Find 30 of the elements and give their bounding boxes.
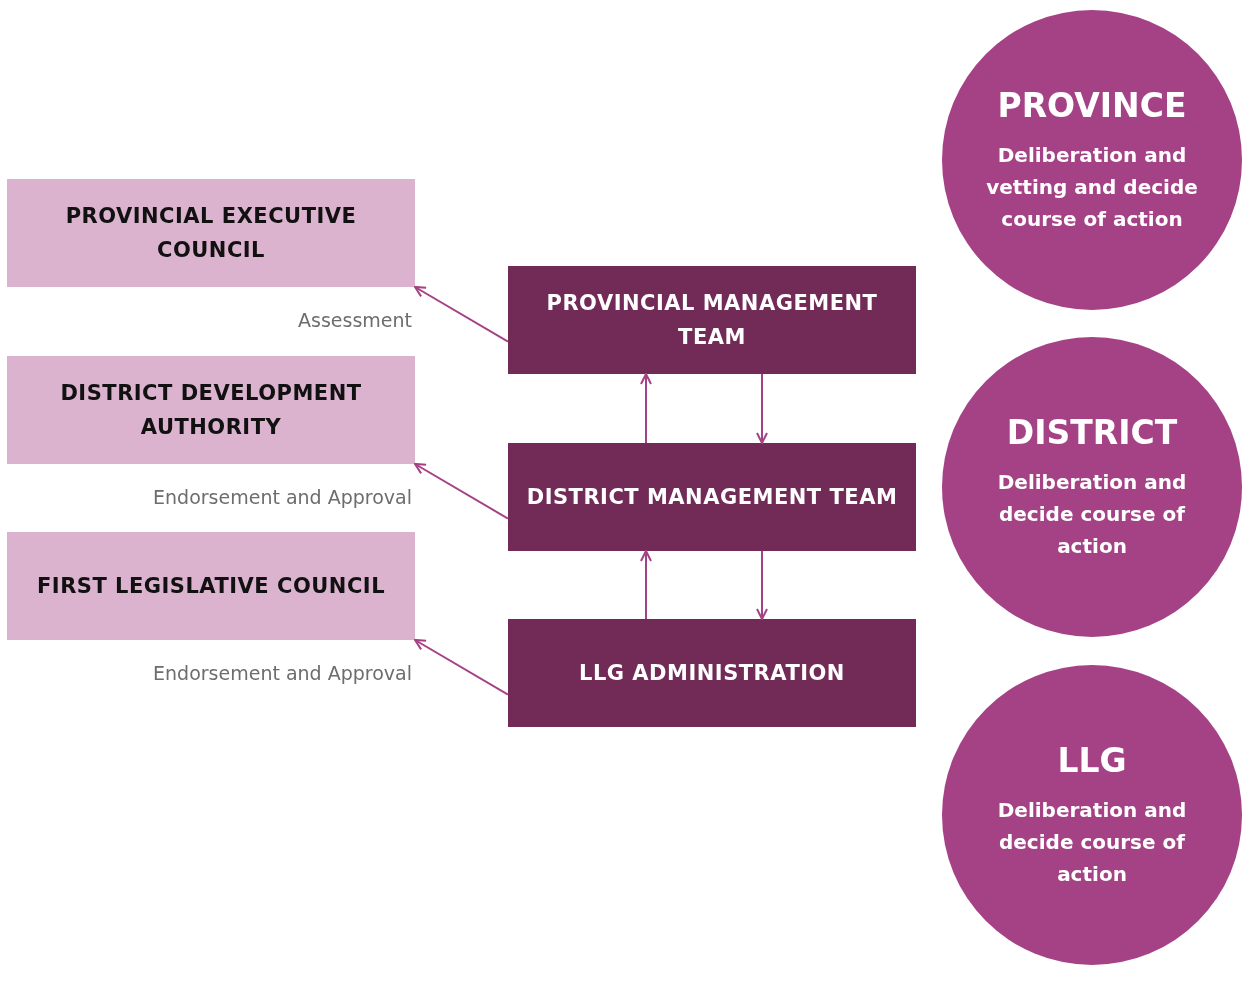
arrow bbox=[414, 463, 509, 520]
arrow bbox=[756, 550, 768, 620]
box-title: PROVINCIAL EXECUTIVE COUNCIL bbox=[64, 203, 358, 264]
box-title: FIRST LEGISLATIVE COUNCIL bbox=[36, 573, 385, 600]
body-box bbox=[7, 356, 415, 464]
level-description: Deliberation and decide course of action bbox=[996, 796, 1188, 888]
arrow bbox=[640, 550, 652, 620]
box-title: PROVINCIAL MANAGEMENT TEAM bbox=[545, 290, 879, 351]
box-title: DISTRICT DEVELOPMENT AUTHORITY bbox=[59, 380, 363, 441]
team-box bbox=[508, 619, 916, 727]
level-circle bbox=[942, 337, 1242, 637]
level-circle bbox=[942, 10, 1242, 310]
level-title: PROVINCE bbox=[997, 85, 1187, 125]
team-box bbox=[508, 266, 916, 374]
arrow bbox=[640, 373, 652, 444]
body-box bbox=[7, 532, 415, 640]
level-description: Deliberation and vetting and decide course of action bbox=[985, 141, 1199, 233]
arrow bbox=[414, 286, 509, 343]
box-title: DISTRICT MANAGEMENT TEAM bbox=[526, 484, 898, 511]
body-box bbox=[7, 179, 415, 287]
level-title: DISTRICT bbox=[1006, 412, 1178, 452]
level-circle bbox=[942, 665, 1242, 965]
team-box bbox=[508, 443, 916, 551]
box-title: LLG ADMINISTRATION bbox=[579, 660, 845, 687]
level-title: LLG bbox=[1057, 740, 1127, 780]
edge-label: Endorsement and Approval bbox=[153, 486, 412, 508]
arrow bbox=[756, 373, 768, 444]
level-description: Deliberation and decide course of action bbox=[996, 468, 1188, 560]
arrow bbox=[414, 639, 509, 696]
edge-label: Endorsement and Approval bbox=[153, 662, 412, 684]
